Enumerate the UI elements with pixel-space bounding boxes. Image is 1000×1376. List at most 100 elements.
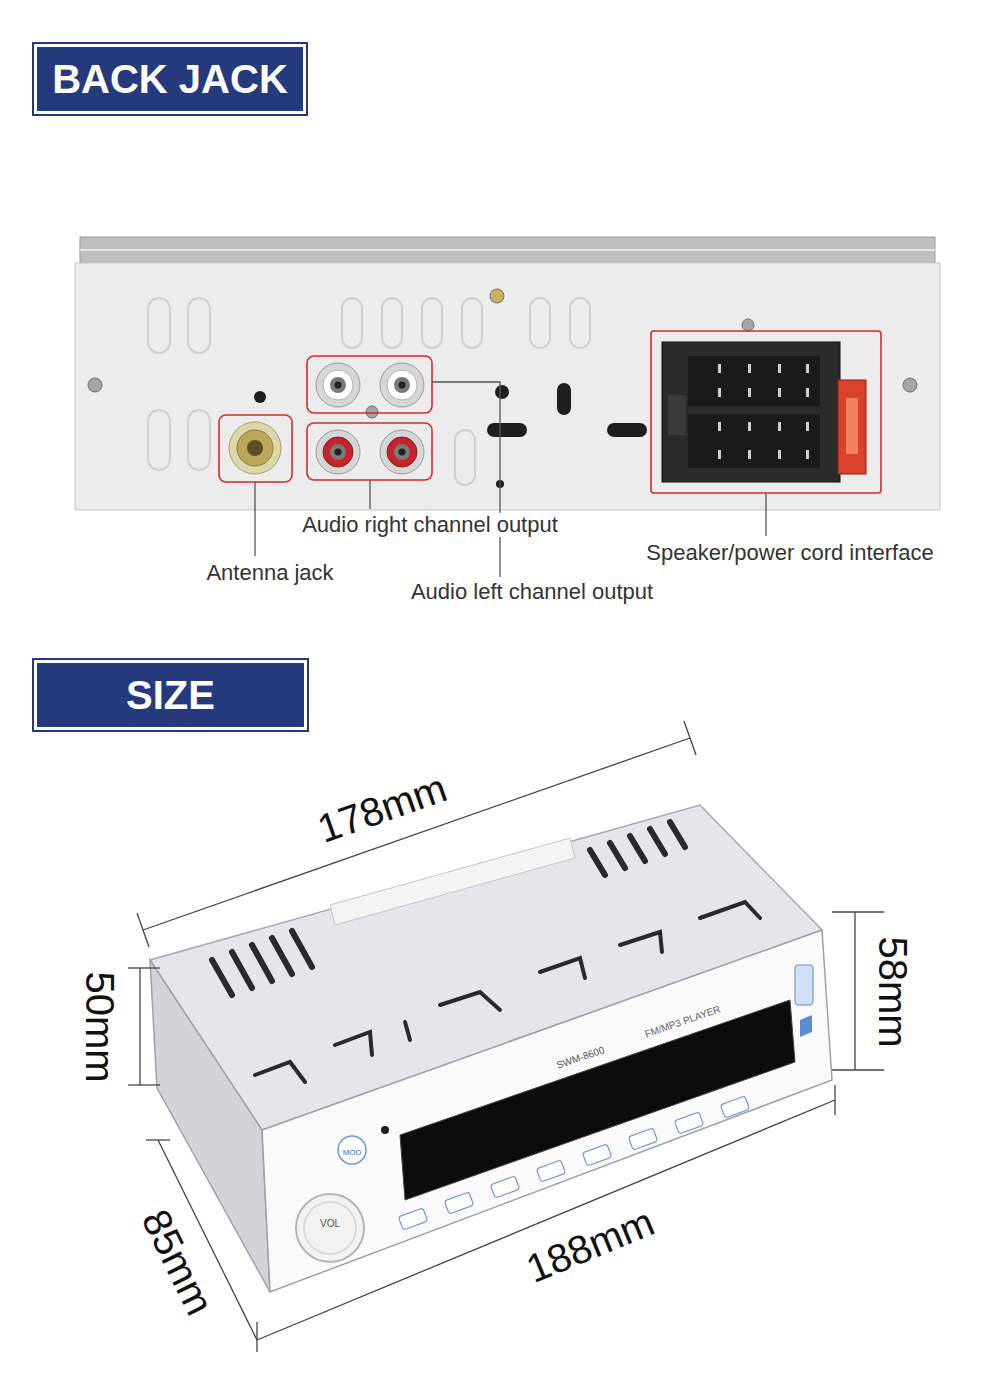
rca-body — [387, 370, 417, 400]
screw — [903, 378, 917, 392]
screw — [490, 289, 504, 303]
pin — [718, 364, 721, 373]
button — [674, 1112, 703, 1134]
top-strip — [80, 237, 935, 265]
vent-slot — [455, 430, 475, 485]
dimension-tick — [832, 1069, 884, 1070]
pin — [778, 388, 781, 397]
vent-slot — [422, 298, 442, 348]
button — [490, 1176, 519, 1198]
dimension-tick — [832, 911, 884, 912]
label-anchor: 188mm — [520, 1199, 660, 1291]
dimension-label: 85mm — [134, 1202, 223, 1321]
pin — [778, 450, 781, 459]
dimension-line — [854, 912, 855, 1070]
button — [444, 1192, 473, 1214]
pin — [718, 388, 721, 397]
button-label: MOD — [343, 1149, 362, 1158]
rca-body — [387, 437, 417, 467]
vent-slot — [252, 945, 272, 981]
heading-text: SIZE — [126, 673, 215, 718]
pin — [748, 364, 751, 373]
rca-pin — [394, 377, 410, 393]
pin — [806, 364, 809, 373]
leader-line — [432, 382, 500, 577]
rca-body — [323, 370, 353, 400]
pin — [748, 450, 751, 459]
screw — [88, 378, 102, 392]
vent-slot — [540, 958, 585, 978]
leader-line — [254, 482, 255, 556]
screw — [742, 319, 754, 331]
screw — [366, 406, 378, 418]
pin — [806, 450, 809, 459]
hole — [254, 391, 266, 403]
label-anchor: Audio right channel output — [299, 513, 561, 537]
volume-knob — [296, 1194, 364, 1262]
callout-box — [651, 331, 881, 493]
hole — [557, 383, 571, 415]
label-anchor: Antenna jack — [203, 561, 336, 585]
callout-label: Antenna jack — [203, 561, 336, 585]
fuse — [838, 380, 866, 474]
radio-display — [400, 1000, 795, 1200]
vent-slot — [292, 931, 312, 967]
pin — [718, 422, 721, 431]
rca-hole — [399, 382, 406, 389]
connector-socket — [688, 414, 820, 468]
knob-label: VOL — [320, 1218, 340, 1229]
vent-slot — [382, 298, 402, 348]
dimension-tick — [137, 913, 149, 947]
callout-label: Audio left channel output — [408, 580, 656, 604]
vent-slot — [148, 410, 170, 470]
button — [628, 1128, 657, 1150]
rca-hole — [335, 382, 342, 389]
leader-line — [369, 480, 370, 509]
button — [536, 1160, 565, 1182]
usb-port — [795, 965, 813, 1005]
strip-line — [80, 249, 935, 251]
antenna-jack — [229, 422, 281, 474]
dimension-label: 50mm — [78, 971, 122, 1082]
vent-slot — [650, 829, 665, 854]
rca-ring — [380, 363, 424, 407]
vent-slot — [148, 298, 170, 353]
rca-body — [323, 437, 353, 467]
label-anchor: 58mm — [871, 936, 915, 1047]
vent-slot — [188, 410, 210, 470]
antenna-jack-hole — [247, 440, 263, 456]
callout-box — [307, 423, 432, 480]
vent-slot — [272, 938, 292, 974]
hole — [495, 385, 509, 399]
rca-pin — [330, 444, 346, 460]
pin — [778, 364, 781, 373]
rca-hole — [335, 449, 342, 456]
callout-label: Speaker/power cord interface — [643, 541, 936, 565]
callout-label: Audio right channel output — [299, 513, 561, 537]
label-anchor: 50mm — [78, 971, 122, 1082]
pin — [806, 422, 809, 431]
iso-connector — [662, 342, 840, 482]
vent-slot — [590, 850, 605, 875]
vent-slot — [212, 960, 232, 995]
heading-text: BACK JACK — [52, 57, 288, 102]
knob-ring — [304, 1202, 356, 1254]
dimension-line — [139, 968, 140, 1085]
leader-line — [765, 493, 766, 536]
vent-slot — [570, 298, 590, 348]
hole — [487, 423, 527, 437]
vent-slot — [462, 298, 482, 348]
dimension-tick — [128, 1084, 160, 1085]
pin — [778, 422, 781, 431]
callout-box — [307, 356, 432, 413]
vent-slot — [255, 1062, 305, 1082]
vent-slot — [342, 298, 362, 348]
rca-ring — [316, 430, 360, 474]
dimension-tick — [256, 1322, 257, 1352]
label-anchor: Audio left channel output — [408, 580, 656, 604]
button — [582, 1144, 611, 1166]
callout-box — [219, 415, 292, 482]
vent-slot — [620, 932, 662, 952]
vent-slot — [530, 298, 550, 348]
dimension-tick — [834, 1085, 835, 1115]
